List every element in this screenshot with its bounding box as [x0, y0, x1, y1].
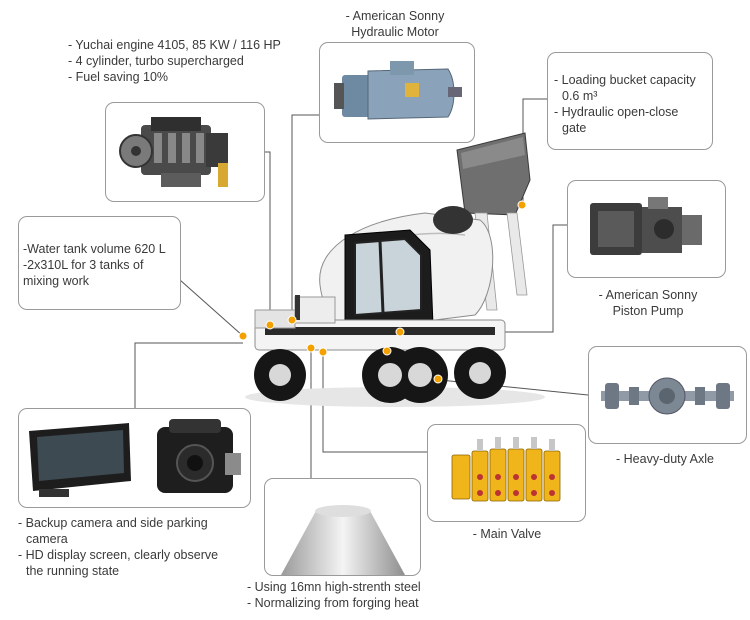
display-screen-icon	[29, 423, 131, 497]
steel-chute-icon	[281, 505, 405, 575]
piston-pump-icon	[590, 197, 702, 255]
camera-spec-line: camera	[26, 532, 68, 546]
steel-image-box	[264, 478, 421, 576]
bucket-info-box: - Loading bucket capacity 0.6 m³ - Hydra…	[547, 52, 713, 150]
camera-spec-line: - Backup camera and side parking	[18, 516, 208, 530]
camera-spec-line: the running state	[26, 564, 120, 578]
water-tank-spec-line: -2x310L for 3 tanks of	[23, 258, 144, 272]
water-tank-info-box: -Water tank volume 620 L -2x310L for 3 t…	[18, 216, 181, 310]
motor-image-box	[319, 42, 475, 143]
mixer-truck-illustration	[238, 132, 545, 407]
axle-label: - Heavy-duty Axle	[616, 452, 714, 466]
motor-description: - American Sonny Hydraulic Motor	[330, 8, 460, 40]
engine-spec-line: - Yuchai engine 4105, 85 KW / 116 HP	[68, 38, 281, 52]
bucket-spec-line: gate	[562, 121, 587, 135]
steel-spec-line: - Normalizing from forging heat	[247, 596, 419, 610]
steel-description: - Using 16mn high-strenth steel - Normal…	[247, 579, 421, 611]
axle-image-box	[588, 346, 747, 444]
motor-label-line: - American Sonny	[345, 9, 445, 23]
axle-icon	[601, 377, 734, 415]
engine-description: - Yuchai engine 4105, 85 KW / 116 HP - 4…	[68, 37, 281, 85]
water-tank-spec-line: -Water tank volume 620 L	[23, 242, 166, 256]
engine-spec-line: - Fuel saving 10%	[68, 70, 169, 84]
bucket-spec-line: - Hydraulic open-close	[554, 105, 679, 119]
water-tank-spec-line: mixing work	[23, 274, 89, 288]
engine-icon	[119, 117, 228, 187]
pump-label-line: - American Sonny	[598, 288, 698, 302]
steel-spec-line: - Using 16mn high-strenth steel	[247, 580, 421, 594]
camera-illustration	[29, 419, 241, 497]
camera-image-box	[18, 408, 251, 508]
main-valve-icon	[451, 437, 561, 502]
bucket-spec-line: - Loading bucket capacity	[554, 73, 696, 87]
pump-description: - American Sonny Piston Pump	[578, 287, 718, 319]
water-tank-description: -Water tank volume 620 L -2x310L for 3 t…	[23, 241, 166, 289]
valve-label: - Main Valve	[472, 527, 542, 541]
pump-image-box	[567, 180, 726, 278]
bucket-spec-line: 0.6 m³	[562, 89, 598, 103]
valve-image-box	[427, 424, 586, 522]
motor-label-line: Hydraulic Motor	[351, 25, 439, 39]
camera-description: - Backup camera and side parking camera …	[18, 515, 218, 579]
camera-icon	[157, 419, 241, 493]
hydraulic-motor-icon	[334, 61, 462, 120]
pump-label-line: Piston Pump	[612, 304, 684, 318]
engine-image-box	[105, 102, 265, 202]
camera-spec-line: - HD display screen, clearly observe	[18, 548, 219, 562]
engine-spec-line: - 4 cylinder, turbo supercharged	[68, 54, 244, 68]
bucket-description: - Loading bucket capacity 0.6 m³ - Hydra…	[554, 72, 696, 136]
